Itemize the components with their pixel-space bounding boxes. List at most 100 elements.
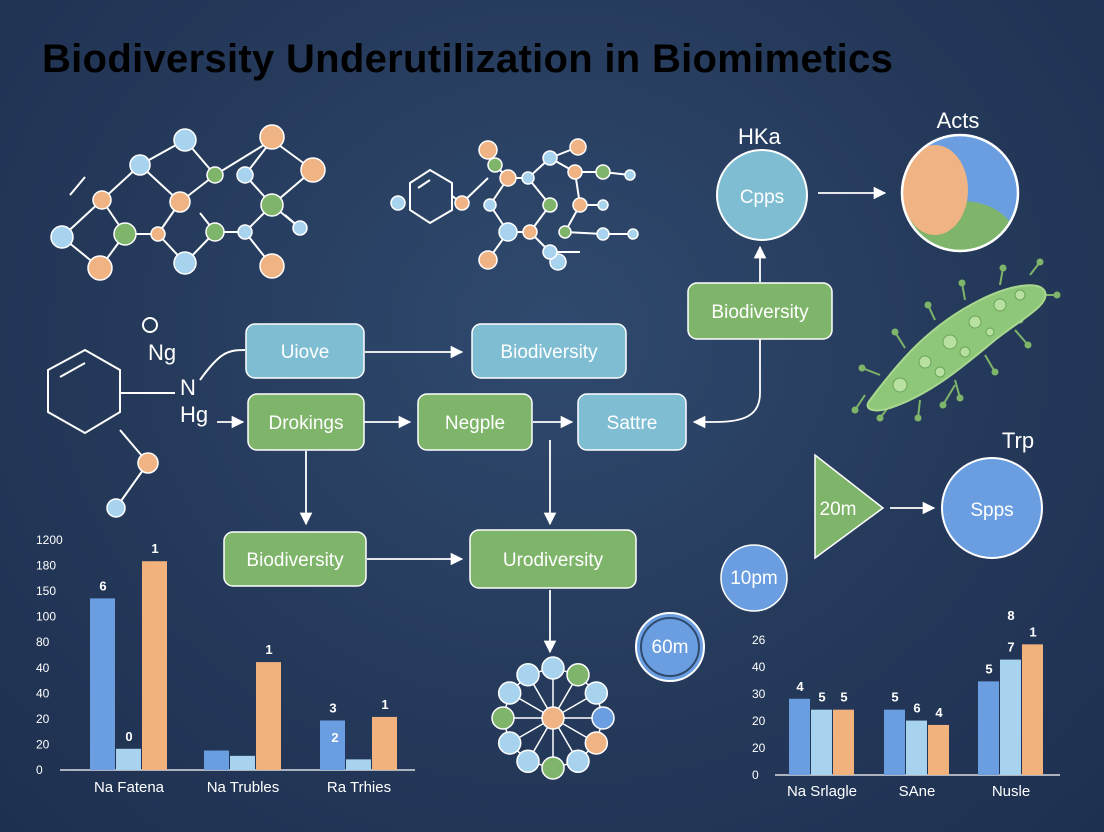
bar-value-label: 2 (331, 730, 338, 745)
bar (116, 748, 141, 770)
bar (978, 681, 999, 775)
biodiversity-top-box[interactable]: Biodiversity (471, 323, 627, 379)
spps-label: Spps (970, 500, 1013, 521)
network-node (497, 731, 522, 755)
page-title: Biodiversity Underutilization in Biomime… (42, 37, 893, 81)
category-label: Nusle (992, 783, 1030, 800)
triangle-shape: 20m (814, 453, 885, 560)
atom-node-blue (106, 498, 126, 518)
network-node (541, 656, 565, 680)
network-graph (491, 656, 615, 780)
network-node (566, 662, 590, 687)
uiove-box[interactable]: Uiove (245, 323, 365, 379)
y-tick-label: 20 (752, 741, 766, 755)
bar-value-label: 6 (913, 701, 920, 716)
urodiversity-label: Urodiversity (503, 550, 604, 571)
biodiversity-bottom-box[interactable]: Biodiversity (223, 531, 367, 587)
bar-value-label: 3 (329, 700, 336, 715)
bar-value-label: 1 (1029, 624, 1036, 639)
network-node (541, 756, 565, 780)
urodiversity-box[interactable]: Urodiversity (469, 529, 637, 589)
bar-value-label: 1 (151, 541, 158, 556)
biodiversity-right-box[interactable]: Biodiversity (687, 282, 833, 340)
bar (346, 759, 371, 770)
y-tick-label: 20 (36, 712, 50, 726)
bar (256, 662, 281, 770)
y-tick-label: 180 (36, 559, 56, 573)
category-label: Na Fatena (94, 779, 165, 796)
network-node (516, 662, 540, 687)
y-tick-label: 40 (752, 660, 766, 674)
n-label: N (180, 375, 196, 400)
bacterium-icon (851, 258, 1061, 422)
negple-box[interactable]: Negple (417, 393, 533, 451)
category-label: SAne (899, 783, 936, 800)
hka-label: HKa (738, 124, 782, 149)
y-tick-label: 80 (36, 635, 50, 649)
bar-value-label: 1 (381, 697, 388, 712)
y-tick-label: 0 (752, 768, 759, 782)
circle-10pm: 10pm (720, 544, 788, 612)
bar (142, 561, 167, 770)
cpps-circle: Cpps (716, 149, 808, 241)
uiove-label: Uiove (281, 342, 330, 363)
negple-label: Negple (445, 413, 505, 434)
circle-10pm-label: 10pm (730, 568, 778, 589)
sattre-box[interactable]: Sattre (577, 393, 687, 451)
network-node (584, 681, 609, 705)
category-label: Na Trubles (207, 779, 280, 796)
bar-value-label: 5 (818, 690, 825, 705)
network-node (566, 749, 590, 774)
y-tick-label: 1200 (36, 533, 63, 547)
molecule-nodes-left (50, 124, 326, 281)
bar-value-label: 4 (796, 679, 804, 694)
benzene-structure (47, 317, 246, 509)
y-tick-label: 150 (36, 584, 56, 598)
bar (204, 750, 229, 770)
y-tick-label: 30 (752, 687, 766, 701)
y-tick-label: 100 (36, 610, 56, 624)
bar-value-label: 7 (1007, 640, 1014, 655)
bar-value-label: 6 (99, 578, 106, 593)
bar (320, 720, 345, 770)
bar-value-label: 0 (125, 729, 132, 744)
y-tick-label: 20 (752, 714, 766, 728)
network-hub-node (541, 706, 565, 730)
bar-value-label: 8 (1007, 608, 1014, 623)
category-label: Na Srlagle (787, 783, 857, 800)
bar-value-label: 4 (935, 705, 943, 720)
ng-label: Ng (148, 340, 176, 365)
atom-node-orange (137, 452, 159, 474)
spps-circle: Spps (941, 457, 1043, 559)
network-node (491, 706, 515, 730)
molecule-nodes-middle (390, 138, 639, 271)
y-tick-label: 40 (36, 686, 50, 700)
biodiversity-right-label: Biodiversity (711, 302, 809, 323)
network-node (497, 681, 522, 705)
bar (928, 724, 949, 775)
drokings-box[interactable]: Drokings (247, 393, 365, 451)
biodiversity-top-label: Biodiversity (500, 342, 598, 363)
category-label: Ra Trhies (327, 779, 391, 796)
network-node (591, 706, 615, 730)
bar (884, 709, 905, 775)
bar-value-label: 5 (891, 690, 898, 705)
circle-60m-label: 60m (652, 637, 689, 658)
circle-60m: 60m (635, 612, 705, 682)
drokings-label: Drokings (269, 413, 344, 434)
bar (811, 709, 832, 775)
bar (90, 598, 115, 770)
bar (906, 720, 927, 775)
y-tick-label: 40 (36, 661, 50, 675)
bar (789, 698, 810, 775)
sattre-label: Sattre (607, 413, 658, 434)
acts-label: Acts (937, 108, 980, 133)
bar (1000, 659, 1021, 775)
bar (372, 716, 397, 770)
network-node (584, 731, 609, 755)
acts-venn-circle (900, 133, 1020, 253)
triangle-label: 20m (820, 499, 857, 520)
